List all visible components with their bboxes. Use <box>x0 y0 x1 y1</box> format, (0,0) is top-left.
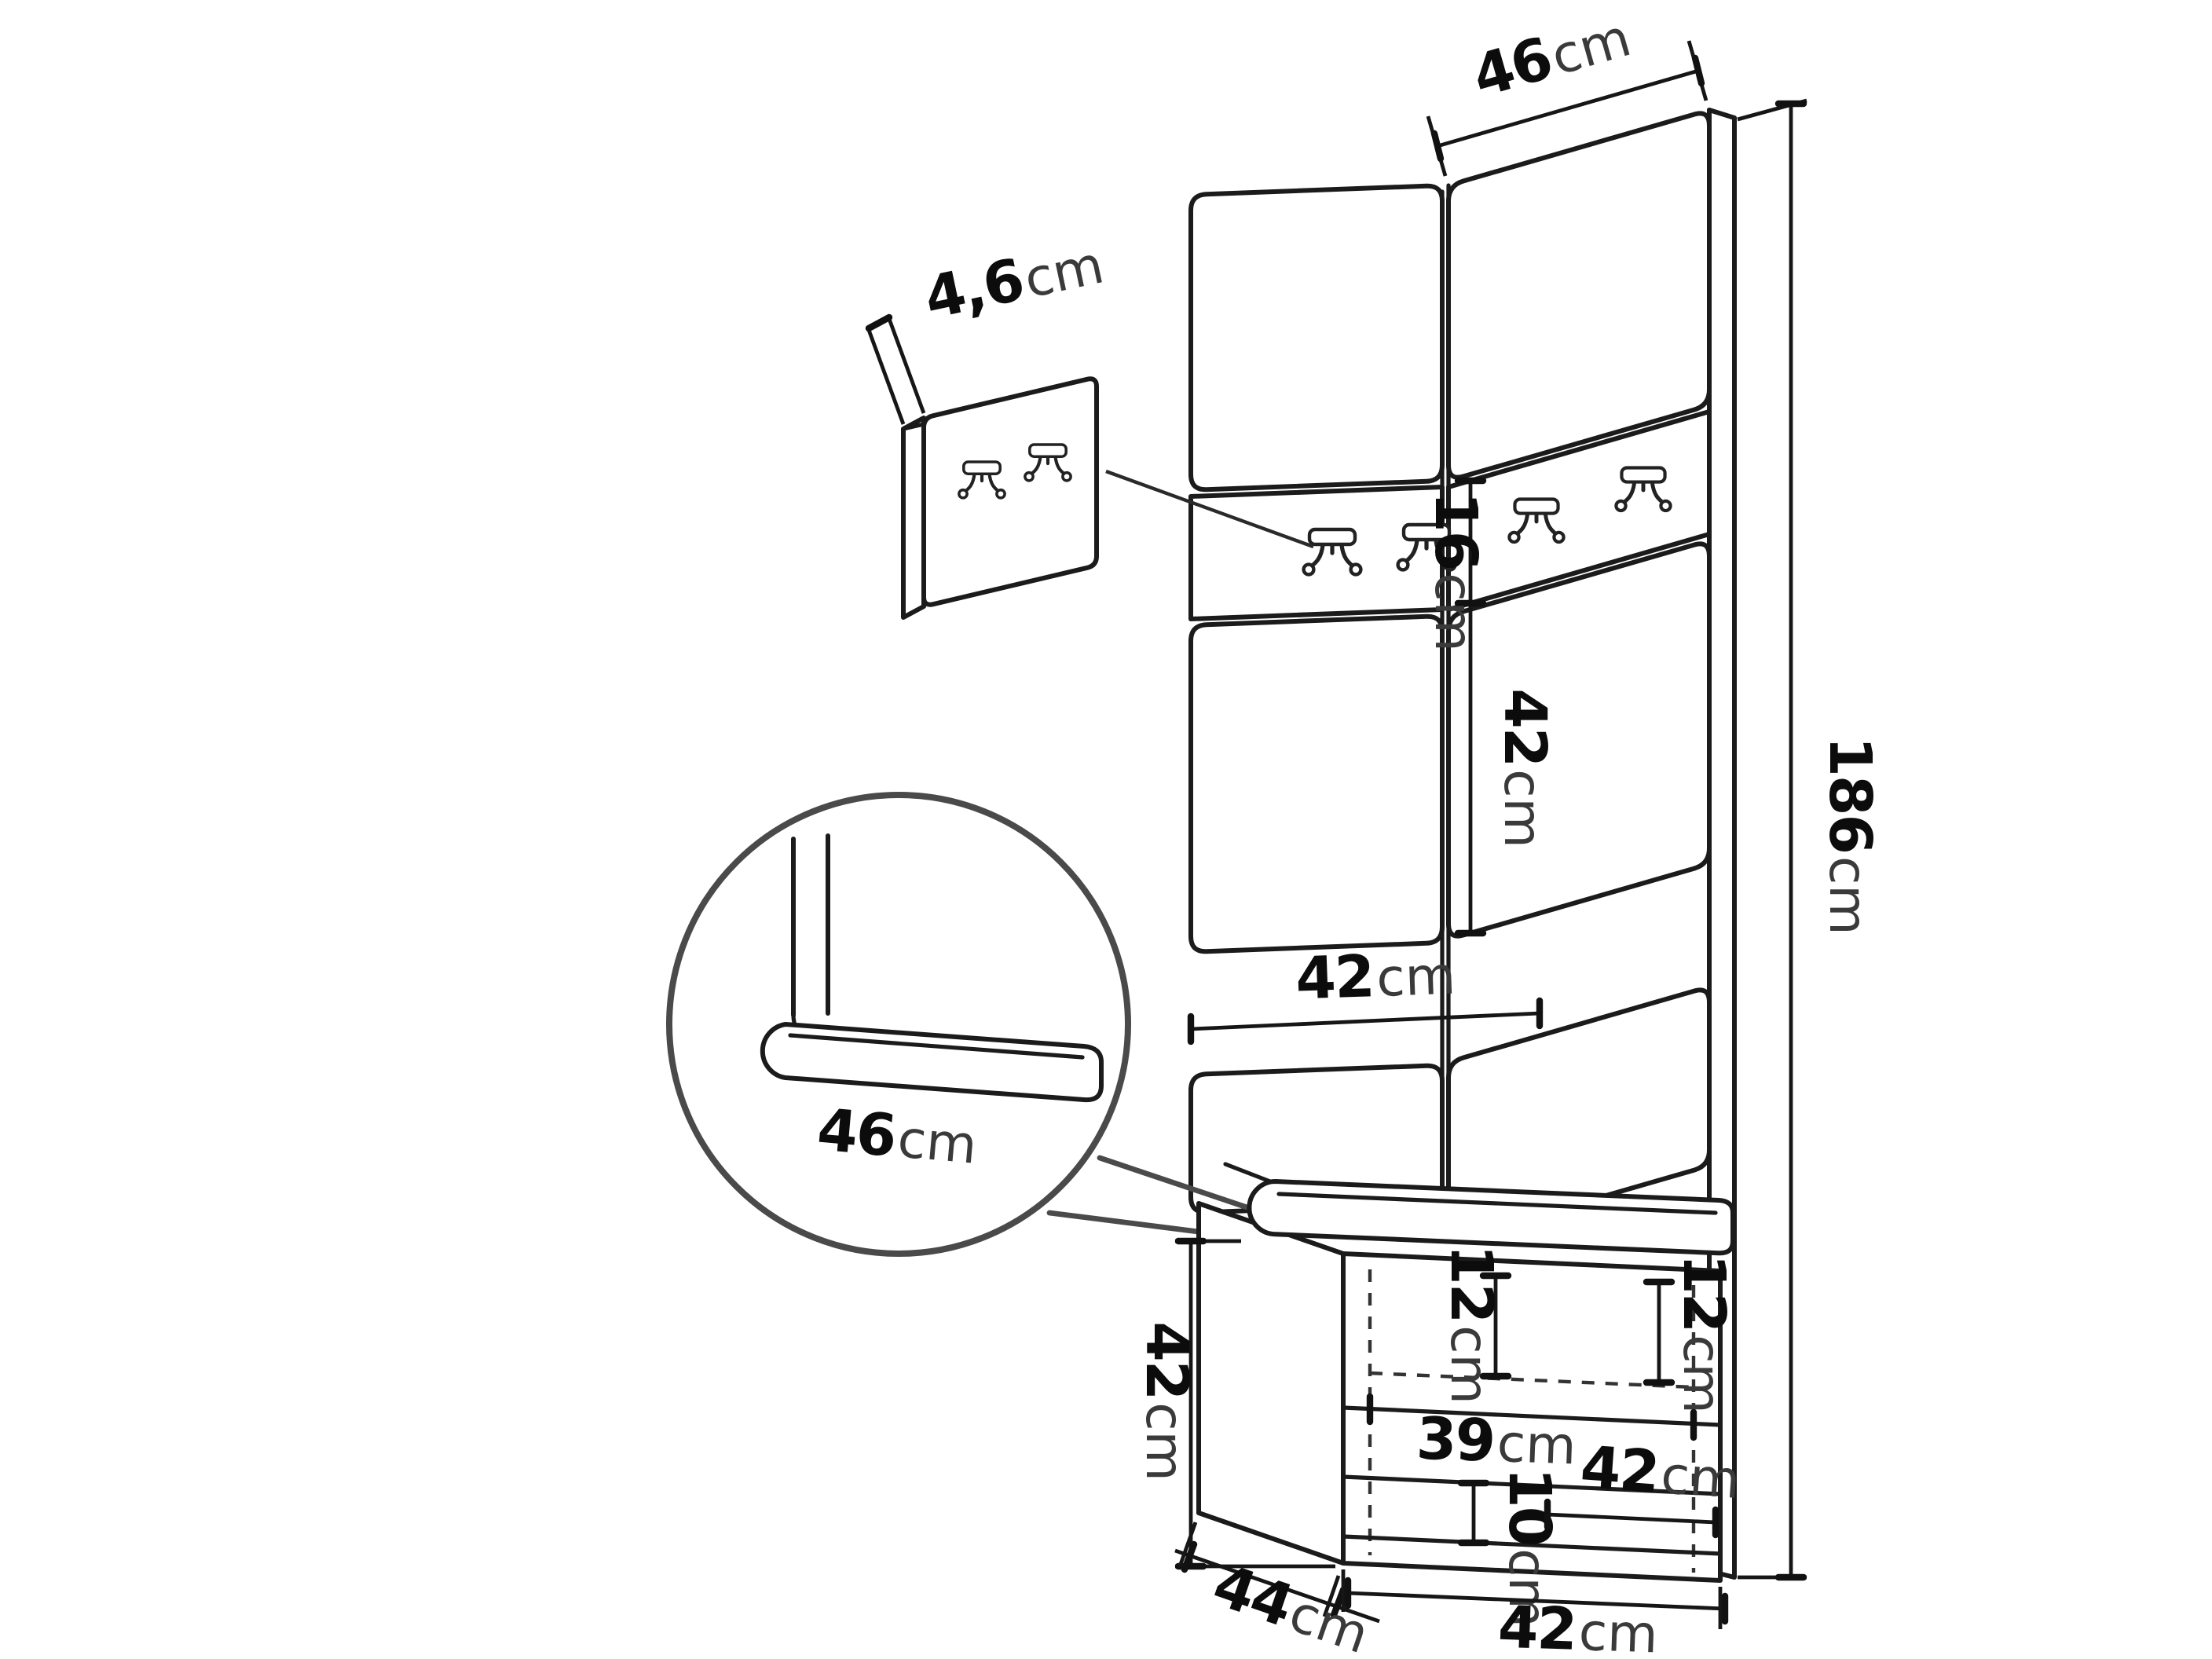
dim-hook-rail-height: 16cm 42cm <box>1422 477 1558 937</box>
dim-total-height: 186cm <box>1737 98 1884 1581</box>
hook-panel-front <box>921 376 1099 607</box>
bench-cushion-back-edge <box>1223 1162 1276 1185</box>
dim-compartment-left-height-lines <box>1479 1272 1512 1380</box>
bench-cushion-seam <box>1276 1192 1718 1215</box>
dim-compartment-right-height-lines <box>1643 1278 1675 1386</box>
dim-hook-rail-height-lines <box>1454 477 1487 937</box>
dim-seat-depth-detail-label: 46cm <box>815 1096 980 1177</box>
dim-bench-height: 42cm <box>1133 1237 1335 1570</box>
right-panel-lower <box>1446 987 1712 1240</box>
dim-inner-bottom-width-label: 42cm <box>1578 1434 1742 1512</box>
dim-inner-width-label: 39cm <box>1415 1404 1577 1478</box>
dim-inner-bottom-width-lines <box>1544 1498 1719 1539</box>
dim-base-height-label: 10cm <box>1496 1467 1563 1628</box>
detail-seat-seam <box>788 1033 1085 1060</box>
drawer-line <box>1341 1405 1723 1427</box>
front-hook-rail <box>1188 485 1445 621</box>
detail-zoom-circle <box>666 792 1131 1257</box>
hook-panel <box>901 376 1314 620</box>
dim-base-height: 10cm <box>1457 1467 1563 1628</box>
base-line <box>1341 1534 1723 1556</box>
detail-circle: 46cm <box>666 792 1285 1257</box>
dim-compartment-right-height: 12cm <box>1643 1254 1738 1414</box>
right-panel-top <box>1446 111 1712 480</box>
dim-bench-height-label: 42cm <box>1133 1321 1200 1481</box>
dim-seat-depth-detail: 46cm <box>815 1096 980 1177</box>
dim-wall-panel-width-lines <box>1187 997 1544 1046</box>
dim-compartment-left-height-label: 12cm <box>1437 1244 1505 1404</box>
dim-wall-panel-width-label: 42cm <box>1295 939 1456 1013</box>
bench-cabinet-side <box>1196 1201 1346 1566</box>
dim-hook-rail-height-label: 16cm <box>1422 492 1489 652</box>
front-panel-middle <box>1188 613 1445 954</box>
dim-inner-width-lines <box>1366 1393 1697 1441</box>
bench <box>1196 1162 1735 1583</box>
detail-seat <box>760 1022 1104 1103</box>
dim-bench-width-lines <box>1341 1569 1729 1629</box>
drawer-line <box>1341 1474 1723 1496</box>
dim-compartment-right-height-label: 12cm <box>1670 1254 1738 1414</box>
right-panel-middle <box>1446 541 1712 939</box>
dim-total-height-label: 186cm <box>1816 736 1884 935</box>
hook-panel-side-strip <box>901 416 926 620</box>
hook-panel-leader-line <box>1105 469 1314 549</box>
dim-inner-width: 39cm <box>1366 1393 1697 1478</box>
bench-cushion <box>1247 1179 1735 1256</box>
dim-bench-width: 42cm <box>1341 1569 1729 1659</box>
wall-panel-assembly <box>1188 108 1737 1580</box>
front-panel-top <box>1188 183 1445 493</box>
dim-bench-width-label: 42cm <box>1497 1593 1659 1659</box>
dim-inner-bottom-width: 42cm <box>1544 1434 1742 1539</box>
dim-total-height-lines <box>1737 98 1807 1581</box>
dim-hook-panel-thickness-lines <box>865 313 926 425</box>
dim-bench-height-lines <box>1174 1237 1335 1570</box>
dim-wall-panel-width: 42cm <box>1187 939 1544 1046</box>
dim-hook-panel-thickness-label: 4,6cm <box>919 229 1110 333</box>
dim-compartment-left-height: 12cm <box>1437 1244 1512 1404</box>
dim-top-panel-width-lines <box>1426 40 1708 177</box>
dim-wall-panel-height-label: 42cm <box>1491 688 1558 848</box>
dim-base-height-lines <box>1457 1479 1490 1547</box>
